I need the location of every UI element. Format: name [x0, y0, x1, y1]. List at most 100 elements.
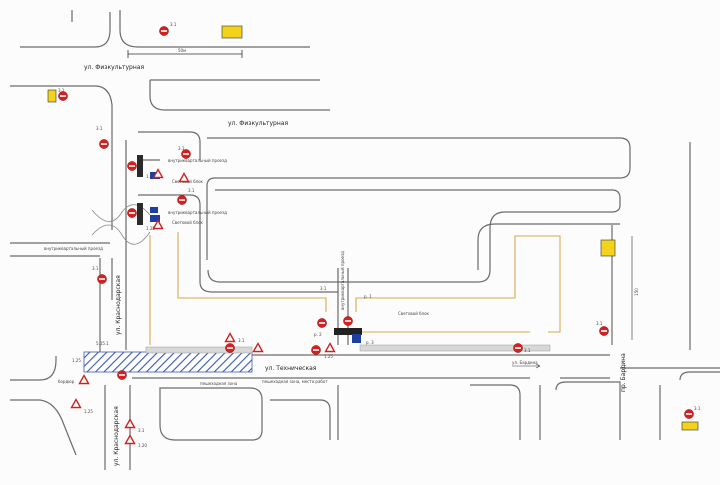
sidewalk-zone-right: [359, 344, 551, 352]
no-entry-sign-icon: [117, 370, 127, 380]
warning-sign-icon: [324, 342, 336, 353]
no-entry-sign-icon: [684, 409, 694, 419]
detour-route: [149, 232, 561, 345]
street-krasnodarskaya-upper: ул. Краснодарская: [115, 275, 122, 335]
no-entry-sign-icon: [317, 318, 327, 328]
no-entry-sign-icon: [127, 208, 137, 218]
road-edge: [679, 371, 720, 381]
yellow-info-sign-icon: [600, 239, 616, 257]
annotation-inner-passage-1: внутриквартальный проезд: [168, 158, 227, 163]
sign-code: 3.1: [138, 428, 145, 433]
annotation-inner-passage-left: внутриквартальный проезд: [44, 246, 103, 251]
road-edge: [10, 356, 57, 381]
sign-code: 3.1: [320, 286, 327, 291]
traffic-lights: [137, 155, 160, 225]
road-edge: [138, 131, 201, 160]
dimension-label: 150: [634, 288, 639, 296]
sign-code: 3.1: [188, 188, 195, 193]
annotation-crosswalk-note: бордюр: [58, 379, 75, 384]
annotations: внутриквартальный проезд внутриквартальн…: [44, 158, 541, 386]
road-edge: [91, 224, 151, 245]
annotation-pedestrian-zone-work: пешеходная зона, место работ: [262, 379, 328, 384]
warning-sign-icon: [252, 342, 264, 353]
annotation-lighting-block: Световой блок: [398, 311, 430, 316]
annotation-pedestrian-zone: пешеходная зона: [200, 381, 238, 386]
road-network: [10, 10, 720, 470]
warning-sign-icon: [178, 172, 190, 183]
yellow-info-sign-icon: [221, 25, 243, 39]
no-entry-sign-icon: [513, 343, 523, 353]
no-entry-sign-icon: [97, 274, 107, 284]
work-zones: [83, 328, 551, 373]
road-edge: [206, 137, 631, 260]
no-entry-sign-icon: [311, 345, 321, 355]
sign-code: 3.1: [178, 146, 185, 151]
warning-sign-icon: [124, 434, 136, 445]
hatched-work-zone: [83, 351, 253, 373]
warning-sign-icon: [70, 398, 82, 409]
road-edge: [138, 194, 201, 230]
street-prospekt-bardina: пр. Бардина: [620, 353, 627, 392]
road-edge: [555, 381, 621, 440]
detour-path: [355, 235, 561, 333]
sign-code: 1.25: [72, 358, 81, 363]
scale-bar: 50м: [127, 48, 243, 58]
no-entry-sign-icon: [343, 316, 353, 326]
annotation-inner-passage-vertical: внутриквартальный проезд: [340, 251, 345, 310]
road-edge: [207, 189, 621, 283]
yellow-signs: [47, 25, 699, 431]
sign-code: 3.1: [238, 338, 245, 343]
warning-sign-icon: [78, 374, 90, 385]
road-edge: [199, 281, 338, 293]
point-label: р. 1: [364, 294, 372, 299]
warning-sign-icon: [152, 219, 164, 230]
no-entry-sign-icon: [181, 149, 191, 159]
annotation-info-block-2: Световой блок: [172, 220, 204, 225]
street-fizkulturnaya-top: ул. Физкультурная: [84, 64, 144, 71]
sign-code: 3.1: [694, 406, 701, 411]
sign-code: 3.1: [96, 126, 103, 131]
road-edge: [20, 12, 111, 48]
dimension-vertical: 150: [631, 236, 639, 340]
sign-code: 1.25: [146, 226, 155, 231]
annotation-inner-passage-2: внутриквартальный проезд: [168, 210, 227, 215]
direction-arrow: [512, 363, 541, 369]
street-tekhnicheskaya: ул. Техническая: [265, 365, 317, 372]
no-entry-sign-icon: [127, 161, 137, 171]
scale-label: 50м: [178, 48, 186, 53]
info-sign-icon: [150, 215, 160, 222]
sign-code: 3.1: [58, 88, 65, 93]
no-entry-sign-icon: [159, 26, 169, 36]
street-fizkulturnaya-mid: ул. Физкультурная: [228, 120, 288, 127]
warning-sign-icon: [124, 418, 136, 429]
road-edge: [149, 80, 330, 111]
road-edge: [10, 85, 113, 150]
sign-code-labels: 3.1 3.1 3.1 3.1 1.25 1.25 3.1 3.1 5.15.1…: [58, 22, 701, 448]
annotation-arrow-note: ул. Бардина: [512, 360, 538, 365]
road-edge: [10, 399, 77, 456]
sign-code: 3.1: [92, 266, 99, 271]
road-edge: [477, 223, 620, 270]
yellow-info-sign-icon: [47, 89, 57, 103]
point-label: р. 3: [366, 340, 374, 345]
sign-code: 1.25: [146, 174, 155, 179]
barrier-block: [334, 328, 362, 335]
road-edge: [119, 10, 310, 48]
detour-path: [177, 232, 327, 312]
road-edge: [159, 387, 263, 441]
info-sign-icon: [150, 207, 158, 213]
sign-code: 3.1: [524, 348, 531, 353]
point-label: р. 2: [314, 332, 322, 337]
traffic-light-icon: [137, 203, 143, 225]
street-krasnodarskaya-lower: ул. Краснодарская: [113, 406, 120, 466]
traffic-light-icon: [137, 155, 143, 177]
info-board: [352, 334, 361, 343]
no-entry-sign-icon: [99, 139, 109, 149]
warning-sign-icon: [152, 168, 164, 179]
road-edge: [470, 384, 521, 440]
sign-code: 1.20: [138, 443, 147, 448]
warning-sign-icon: [224, 332, 236, 343]
road-edge: [270, 399, 331, 440]
road-signs: [58, 26, 694, 445]
